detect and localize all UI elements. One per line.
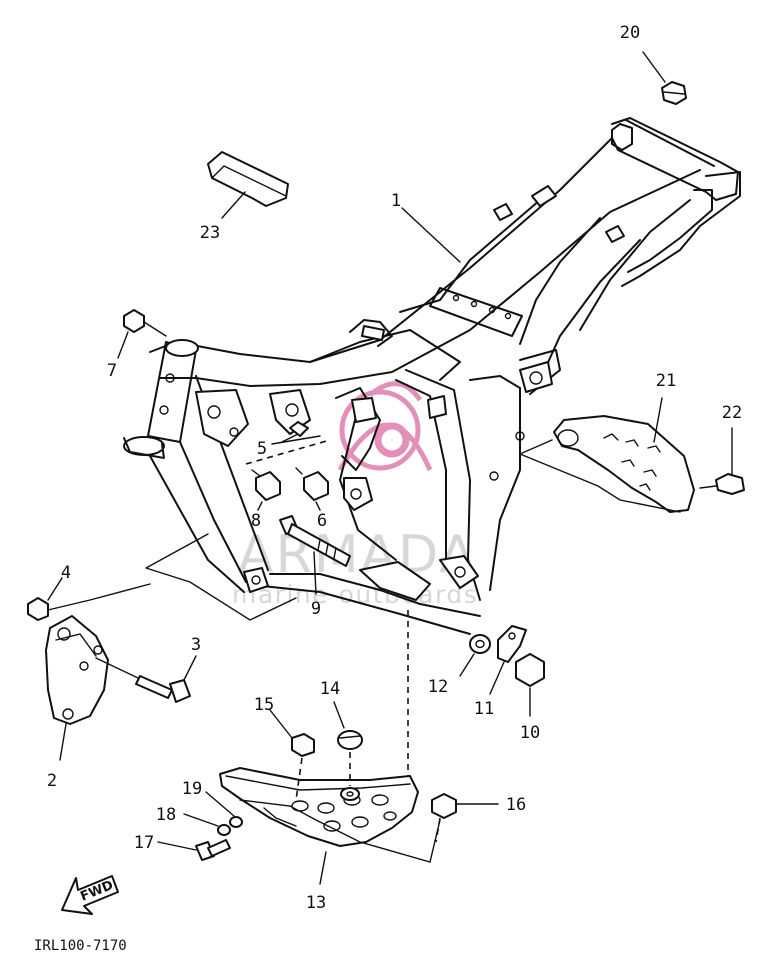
part-4-nut [27,577,63,621]
callout-1: 1 [391,191,401,211]
part-3-bolt [95,655,197,703]
callout-2: 2 [47,771,57,791]
engine-outline-indicator [47,533,297,621]
callout-18: 18 [156,805,176,825]
callout-15: 15 [254,695,274,715]
part-20-cap-nut [642,51,687,105]
callout-14: 14 [320,679,340,699]
parts-5-6-8-bolts [245,421,331,511]
part-10-nut [515,653,545,717]
callout-23: 23 [200,223,220,243]
watermark-brand: ARMADA [238,525,477,585]
part-15-collar [269,709,315,801]
callout-3: 3 [191,635,201,655]
callout-10: 10 [520,723,540,743]
part-1-main-frame [123,117,741,635]
callout-17: 17 [134,833,154,853]
callout-13: 13 [306,893,326,913]
callout-21: 21 [656,371,676,391]
callout-11: 11 [474,699,494,719]
watermark-tagline: marine outboards [232,580,478,609]
callout-22: 22 [722,403,742,423]
callout-19: 19 [182,779,202,799]
callout-labels: 20 23 1 7 5 8 6 9 21 22 4 3 2 12 11 10 1… [47,23,742,913]
part-2-side-plate [45,615,109,761]
callout-5: 5 [257,439,267,459]
callout-12: 12 [428,677,448,697]
part-13-skid-plate [219,767,441,885]
callout-20: 20 [620,23,640,43]
part-22-bolt [699,427,745,495]
watermark-logo-icon [337,381,433,472]
callout-7: 7 [107,361,117,381]
part-16-collar [431,793,499,843]
part-18-washer [183,813,231,836]
callout-6: 6 [317,511,327,531]
part-11-bracket [489,625,527,695]
diagram-code: IRL100-7170 [34,938,127,954]
part-12-washer [459,634,491,677]
part-14-grommet [333,701,363,801]
part-7-nut [117,309,167,359]
callout-4: 4 [61,563,71,583]
part-9-long-bolt [279,515,351,595]
fwd-arrow-icon: FWD [61,875,119,915]
part-17-bolt [157,839,231,861]
callout-8: 8 [251,511,261,531]
callout-16: 16 [506,795,526,815]
part-21-cover [519,397,695,513]
part-19-spacer [205,791,243,828]
callout-9: 9 [311,599,321,619]
part-23-bracket [207,151,289,219]
